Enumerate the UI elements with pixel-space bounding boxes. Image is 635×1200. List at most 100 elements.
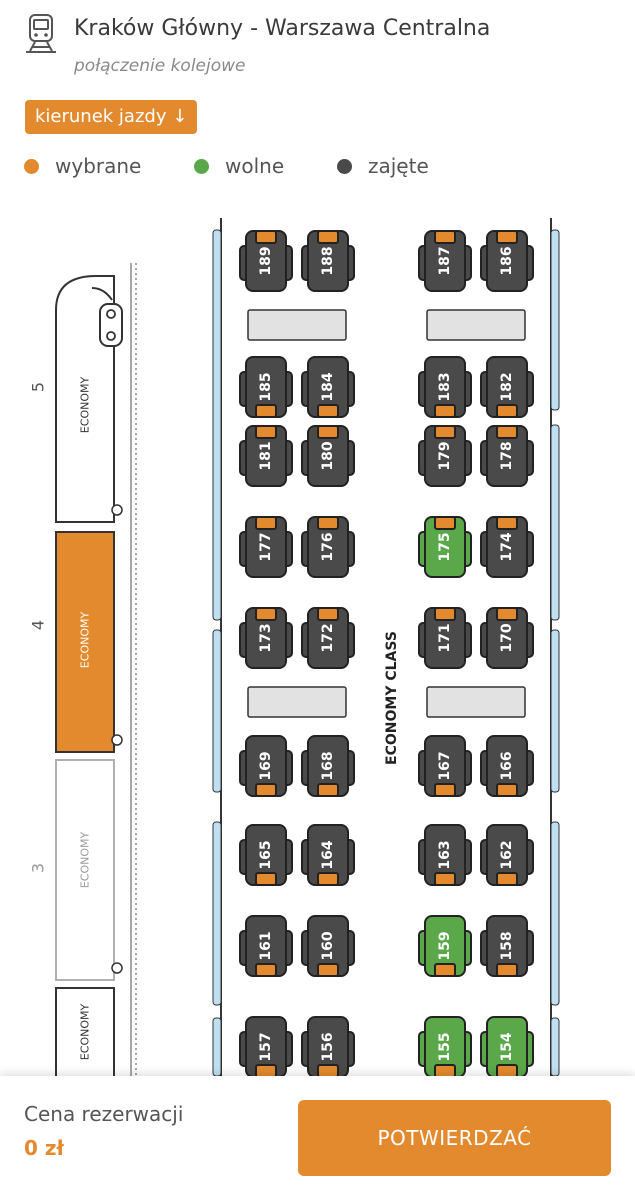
table [247, 309, 347, 341]
selected-dot-icon [24, 158, 39, 174]
car-number: 3 [29, 863, 48, 873]
seat-number: 186 [499, 246, 515, 275]
headrest [317, 425, 339, 439]
seat-number: 159 [437, 931, 453, 960]
headrest [496, 230, 518, 244]
seat-number: 163 [437, 840, 453, 869]
seat-number: 177 [258, 532, 274, 561]
headrest [434, 230, 456, 244]
seat-180[interactable]: 180 [301, 425, 355, 487]
legend-label: wybrane [55, 154, 142, 178]
headrest [496, 516, 518, 530]
seat-176[interactable]: 176 [301, 516, 355, 578]
confirm-button[interactable]: POTWIERDZAĆ [298, 1100, 611, 1176]
coach-class-label: ECONOMY CLASS [384, 631, 400, 765]
seat-168[interactable]: 168 [301, 735, 355, 797]
train-car-next[interactable]: ECONOMY [55, 987, 122, 1076]
window [550, 821, 560, 1006]
seat-170[interactable]: 170 [480, 607, 534, 669]
seat-number: 173 [258, 623, 274, 652]
seat-181[interactable]: 181 [239, 425, 293, 487]
headrest [317, 404, 339, 418]
seat-186[interactable]: 186 [480, 230, 534, 292]
seat-154[interactable]: 154 [480, 1016, 534, 1076]
seat-171[interactable]: 171 [418, 607, 472, 669]
headrest [255, 516, 277, 530]
price-value: 0 zł [24, 1136, 64, 1160]
direction-badge: kierunek jazdy ↓ [25, 100, 198, 134]
window [550, 629, 560, 793]
seat-number: 188 [320, 246, 336, 275]
seat-179[interactable]: 179 [418, 425, 472, 487]
seat-163[interactable]: 163 [418, 824, 472, 886]
free-dot-icon [194, 158, 209, 174]
seat-number: 160 [320, 931, 336, 960]
table [426, 309, 526, 341]
seat-number: 162 [499, 840, 515, 869]
window [212, 821, 222, 1006]
seat-number: 166 [499, 751, 515, 780]
seat-165[interactable]: 165 [239, 824, 293, 886]
seat-158[interactable]: 158 [480, 915, 534, 977]
seat-155[interactable]: 155 [418, 1016, 472, 1076]
headrest [496, 872, 518, 886]
seat-162[interactable]: 162 [480, 824, 534, 886]
seat-number: 182 [499, 372, 515, 401]
headrest [496, 607, 518, 621]
seat-number: 189 [258, 246, 274, 275]
seat-157[interactable]: 157 [239, 1016, 293, 1076]
headrest [434, 783, 456, 797]
seat-156[interactable]: 156 [301, 1016, 355, 1076]
window [212, 1017, 222, 1076]
seat-161[interactable]: 161 [239, 915, 293, 977]
seat-number: 174 [499, 532, 515, 561]
seat-185[interactable]: 185 [239, 356, 293, 418]
seat-173[interactable]: 173 [239, 607, 293, 669]
seat-178[interactable]: 178 [480, 425, 534, 487]
seat-160[interactable]: 160 [301, 915, 355, 977]
seat-number: 155 [437, 1032, 453, 1061]
direction-label: kierunek jazdy [35, 106, 167, 127]
car-number: 5 [29, 382, 48, 392]
seat-number: 161 [258, 931, 274, 960]
seat-169[interactable]: 169 [239, 735, 293, 797]
headrest [255, 783, 277, 797]
seat-number: 164 [320, 840, 336, 869]
seat-166[interactable]: 166 [480, 735, 534, 797]
seat-number: 187 [437, 246, 453, 275]
price-label: Cena rezerwacji [24, 1102, 184, 1126]
seat-175[interactable]: 175 [418, 516, 472, 578]
seat-167[interactable]: 167 [418, 735, 472, 797]
headrest [317, 607, 339, 621]
seat-177[interactable]: 177 [239, 516, 293, 578]
headrest [317, 783, 339, 797]
seat-number: 156 [320, 1032, 336, 1061]
seat-183[interactable]: 183 [418, 356, 472, 418]
seat-159[interactable]: 159 [418, 915, 472, 977]
locomotive-lights-icon [99, 303, 123, 347]
seat-184[interactable]: 184 [301, 356, 355, 418]
car-class-label: ECONOMY [79, 612, 92, 669]
seat-182[interactable]: 182 [480, 356, 534, 418]
headrest [496, 963, 518, 977]
seat-174[interactable]: 174 [480, 516, 534, 578]
seat-189[interactable]: 189 [239, 230, 293, 292]
headrest [317, 516, 339, 530]
seat-172[interactable]: 172 [301, 607, 355, 669]
footer-bar: Cena rezerwacji 0 zł POTWIERDZAĆ [0, 1076, 635, 1200]
route-subtitle: połączenie kolejowe [74, 56, 246, 76]
seat-number: 158 [499, 931, 515, 960]
seat-164[interactable]: 164 [301, 824, 355, 886]
headrest [496, 425, 518, 439]
legend-item-free: wolne [194, 152, 284, 180]
seat-188[interactable]: 188 [301, 230, 355, 292]
seat-number: 154 [499, 1032, 515, 1061]
seat-number: 167 [437, 751, 453, 780]
seat-187[interactable]: 187 [418, 230, 472, 292]
